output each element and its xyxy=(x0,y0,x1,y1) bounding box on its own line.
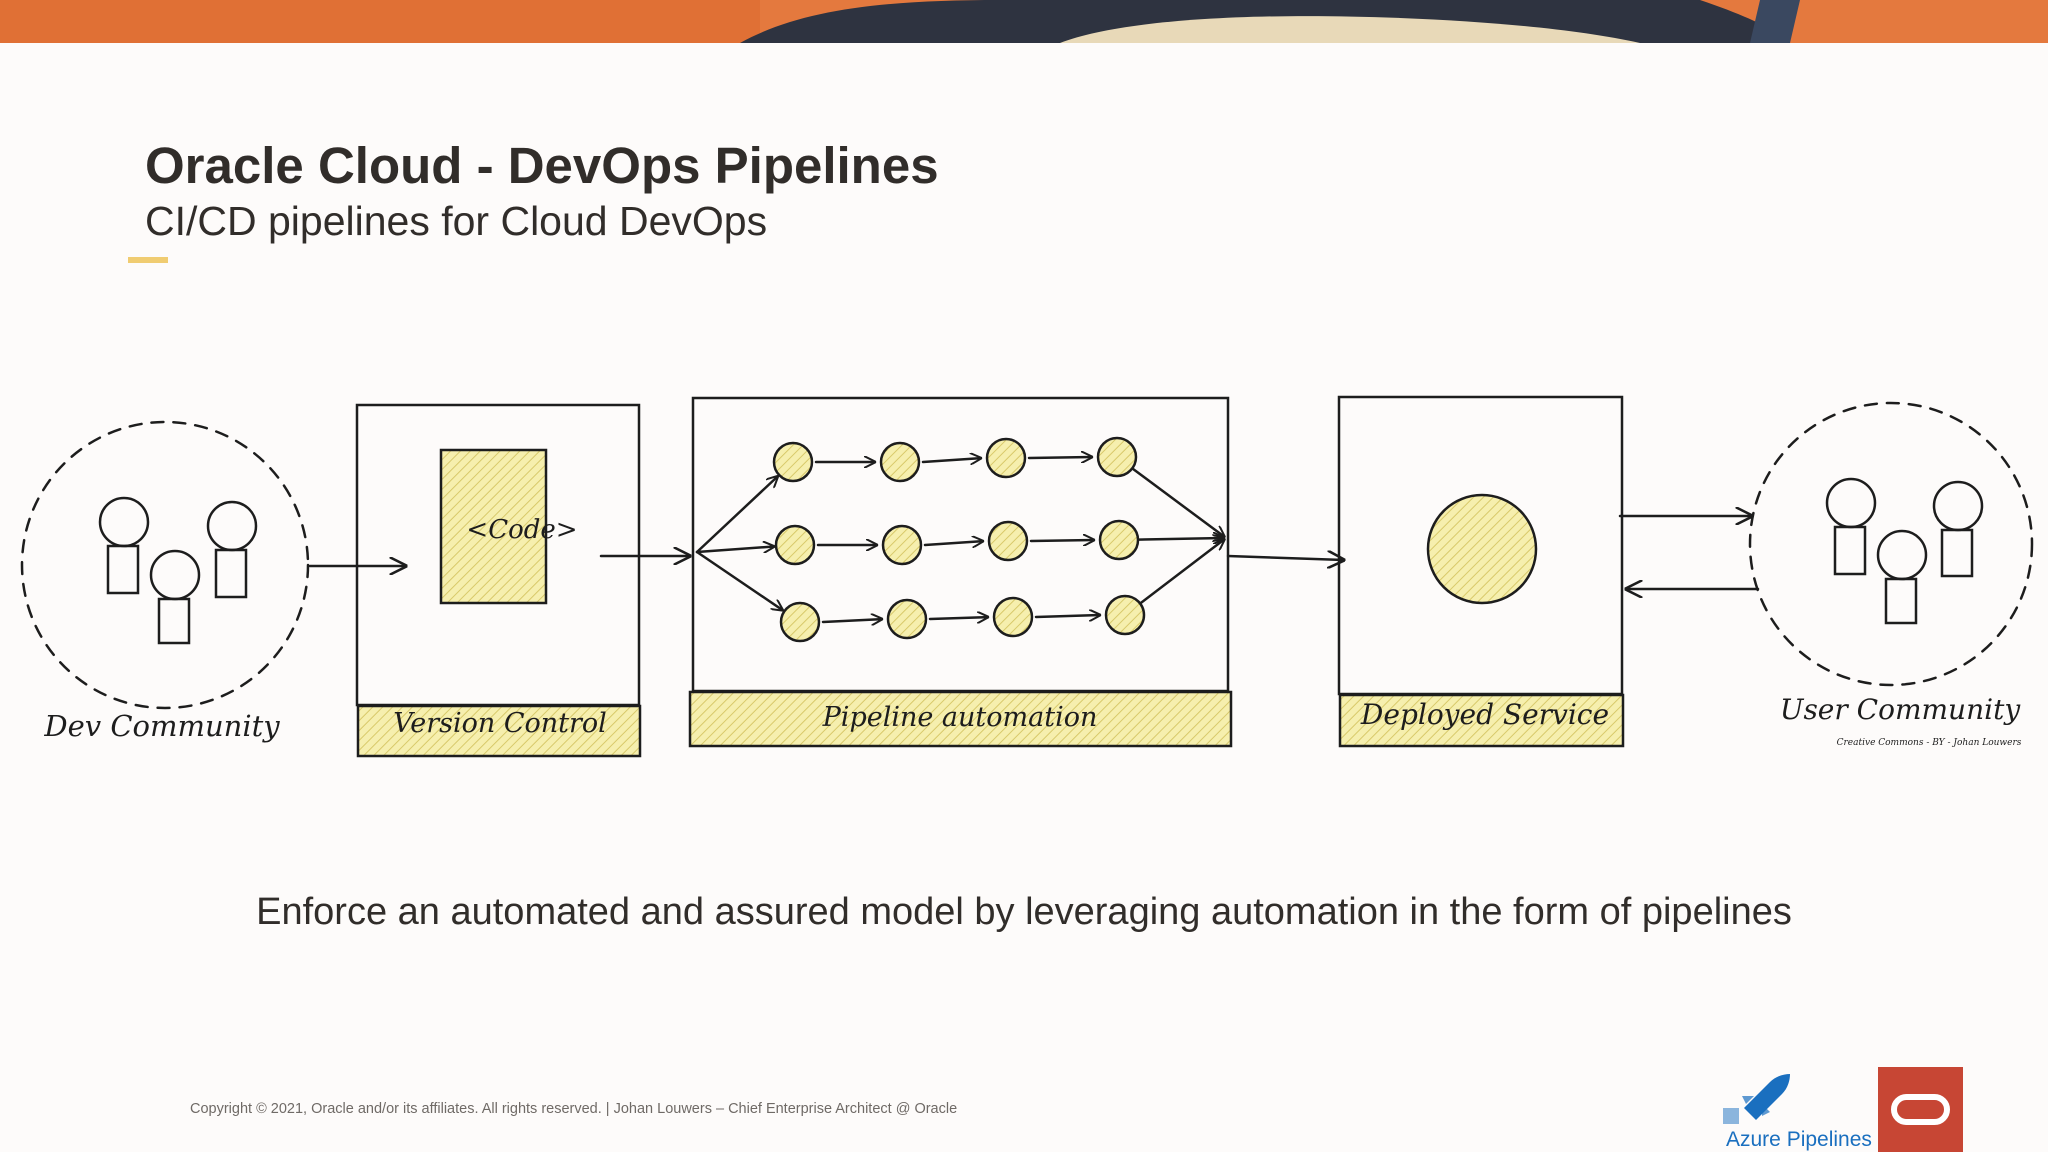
pipeline-stage-arrow xyxy=(821,619,882,622)
pipeline-stage-node xyxy=(779,601,821,643)
pipeline-stage-node xyxy=(774,524,816,566)
deployed-service-label: Deployed Service xyxy=(1360,698,1609,731)
pipeline-fanin-arrow xyxy=(1138,539,1224,605)
pipeline-stage-node xyxy=(879,441,921,483)
user-icon xyxy=(1876,529,1928,625)
pipeline-stage-arrow xyxy=(1034,615,1102,617)
pipeline-fanout-arrow xyxy=(695,550,783,610)
devops-pipeline-diagram: <Code> Dev Community Version Control Pip… xyxy=(20,395,2034,758)
dev-community-boundary xyxy=(20,420,310,710)
oracle-logo-icon xyxy=(1878,1067,1963,1152)
pipeline-fanin-arrow xyxy=(1131,467,1224,536)
pipeline-stage-arrow xyxy=(928,617,990,619)
pipeline-automation-box xyxy=(688,396,1233,748)
pipeline-fanin-arrow xyxy=(1136,538,1226,540)
pipeline-flow xyxy=(695,436,1226,643)
pipeline-stage-arrow xyxy=(921,458,981,462)
attribution-label: Creative Commons - BY - Johan Louwers xyxy=(1837,738,2022,748)
pipeline-stage-node xyxy=(1096,436,1138,478)
developer-icon xyxy=(206,500,258,599)
pipeline-fanout-arrow xyxy=(695,476,778,554)
version-control-box xyxy=(355,403,642,758)
deployed-service-box xyxy=(1337,395,1625,748)
pipeline-stage-arrow xyxy=(1029,540,1096,541)
pipeline-stage-node xyxy=(985,437,1027,479)
pipeline-stage-node xyxy=(881,524,923,566)
pipeline-automation-label-bar xyxy=(688,690,1233,748)
user-community-label: User Community xyxy=(1780,693,2021,726)
dev-community-label: Dev Community xyxy=(43,709,280,743)
pipeline-stage-node xyxy=(992,596,1034,638)
banner-artwork xyxy=(0,0,2048,43)
user-community-boundary xyxy=(1748,401,2034,687)
pipeline-stage-node xyxy=(772,441,814,483)
arrow-pipeline-to-service xyxy=(1226,556,1344,560)
title-accent-bar xyxy=(128,257,168,263)
pipeline-stage-node xyxy=(987,520,1029,562)
dev-community-group xyxy=(20,420,310,710)
top-banner xyxy=(0,0,2048,43)
pipeline-stage-node xyxy=(886,598,928,640)
deployed-service-icon xyxy=(1426,493,1538,605)
pipeline-stage-node xyxy=(1098,519,1140,561)
developer-icon xyxy=(149,549,201,645)
version-control-label: Version Control xyxy=(393,708,607,739)
azure-pipelines-logo-icon xyxy=(1723,1074,1790,1124)
code-block xyxy=(439,448,548,605)
copyright-footer: Copyright © 2021, Oracle and/or its affi… xyxy=(190,1101,958,1117)
user-icon xyxy=(1932,480,1984,578)
pipeline-stage-arrow xyxy=(923,541,983,545)
slide-subtitle: CI/CD pipelines for Cloud DevOps xyxy=(145,198,768,244)
pipeline-automation-label: Pipeline automation xyxy=(822,702,1098,733)
user-community-group xyxy=(1748,401,2034,687)
pipeline-fanout-arrow xyxy=(695,546,774,552)
slide-title: Oracle Cloud - DevOps Pipelines xyxy=(145,137,939,194)
deployed-service-label-bar xyxy=(1338,693,1625,748)
code-label: <Code> xyxy=(466,515,577,545)
user-icon xyxy=(1825,477,1877,576)
azure-pipelines-label: Azure Pipelines xyxy=(1726,1128,1872,1151)
pipeline-stage-node xyxy=(1104,594,1146,636)
slide-tagline: Enforce an automated and assured model b… xyxy=(256,891,1792,933)
version-control-label-bar xyxy=(356,704,642,758)
developer-icon xyxy=(98,496,150,595)
pipeline-stage-arrow xyxy=(1027,457,1094,458)
